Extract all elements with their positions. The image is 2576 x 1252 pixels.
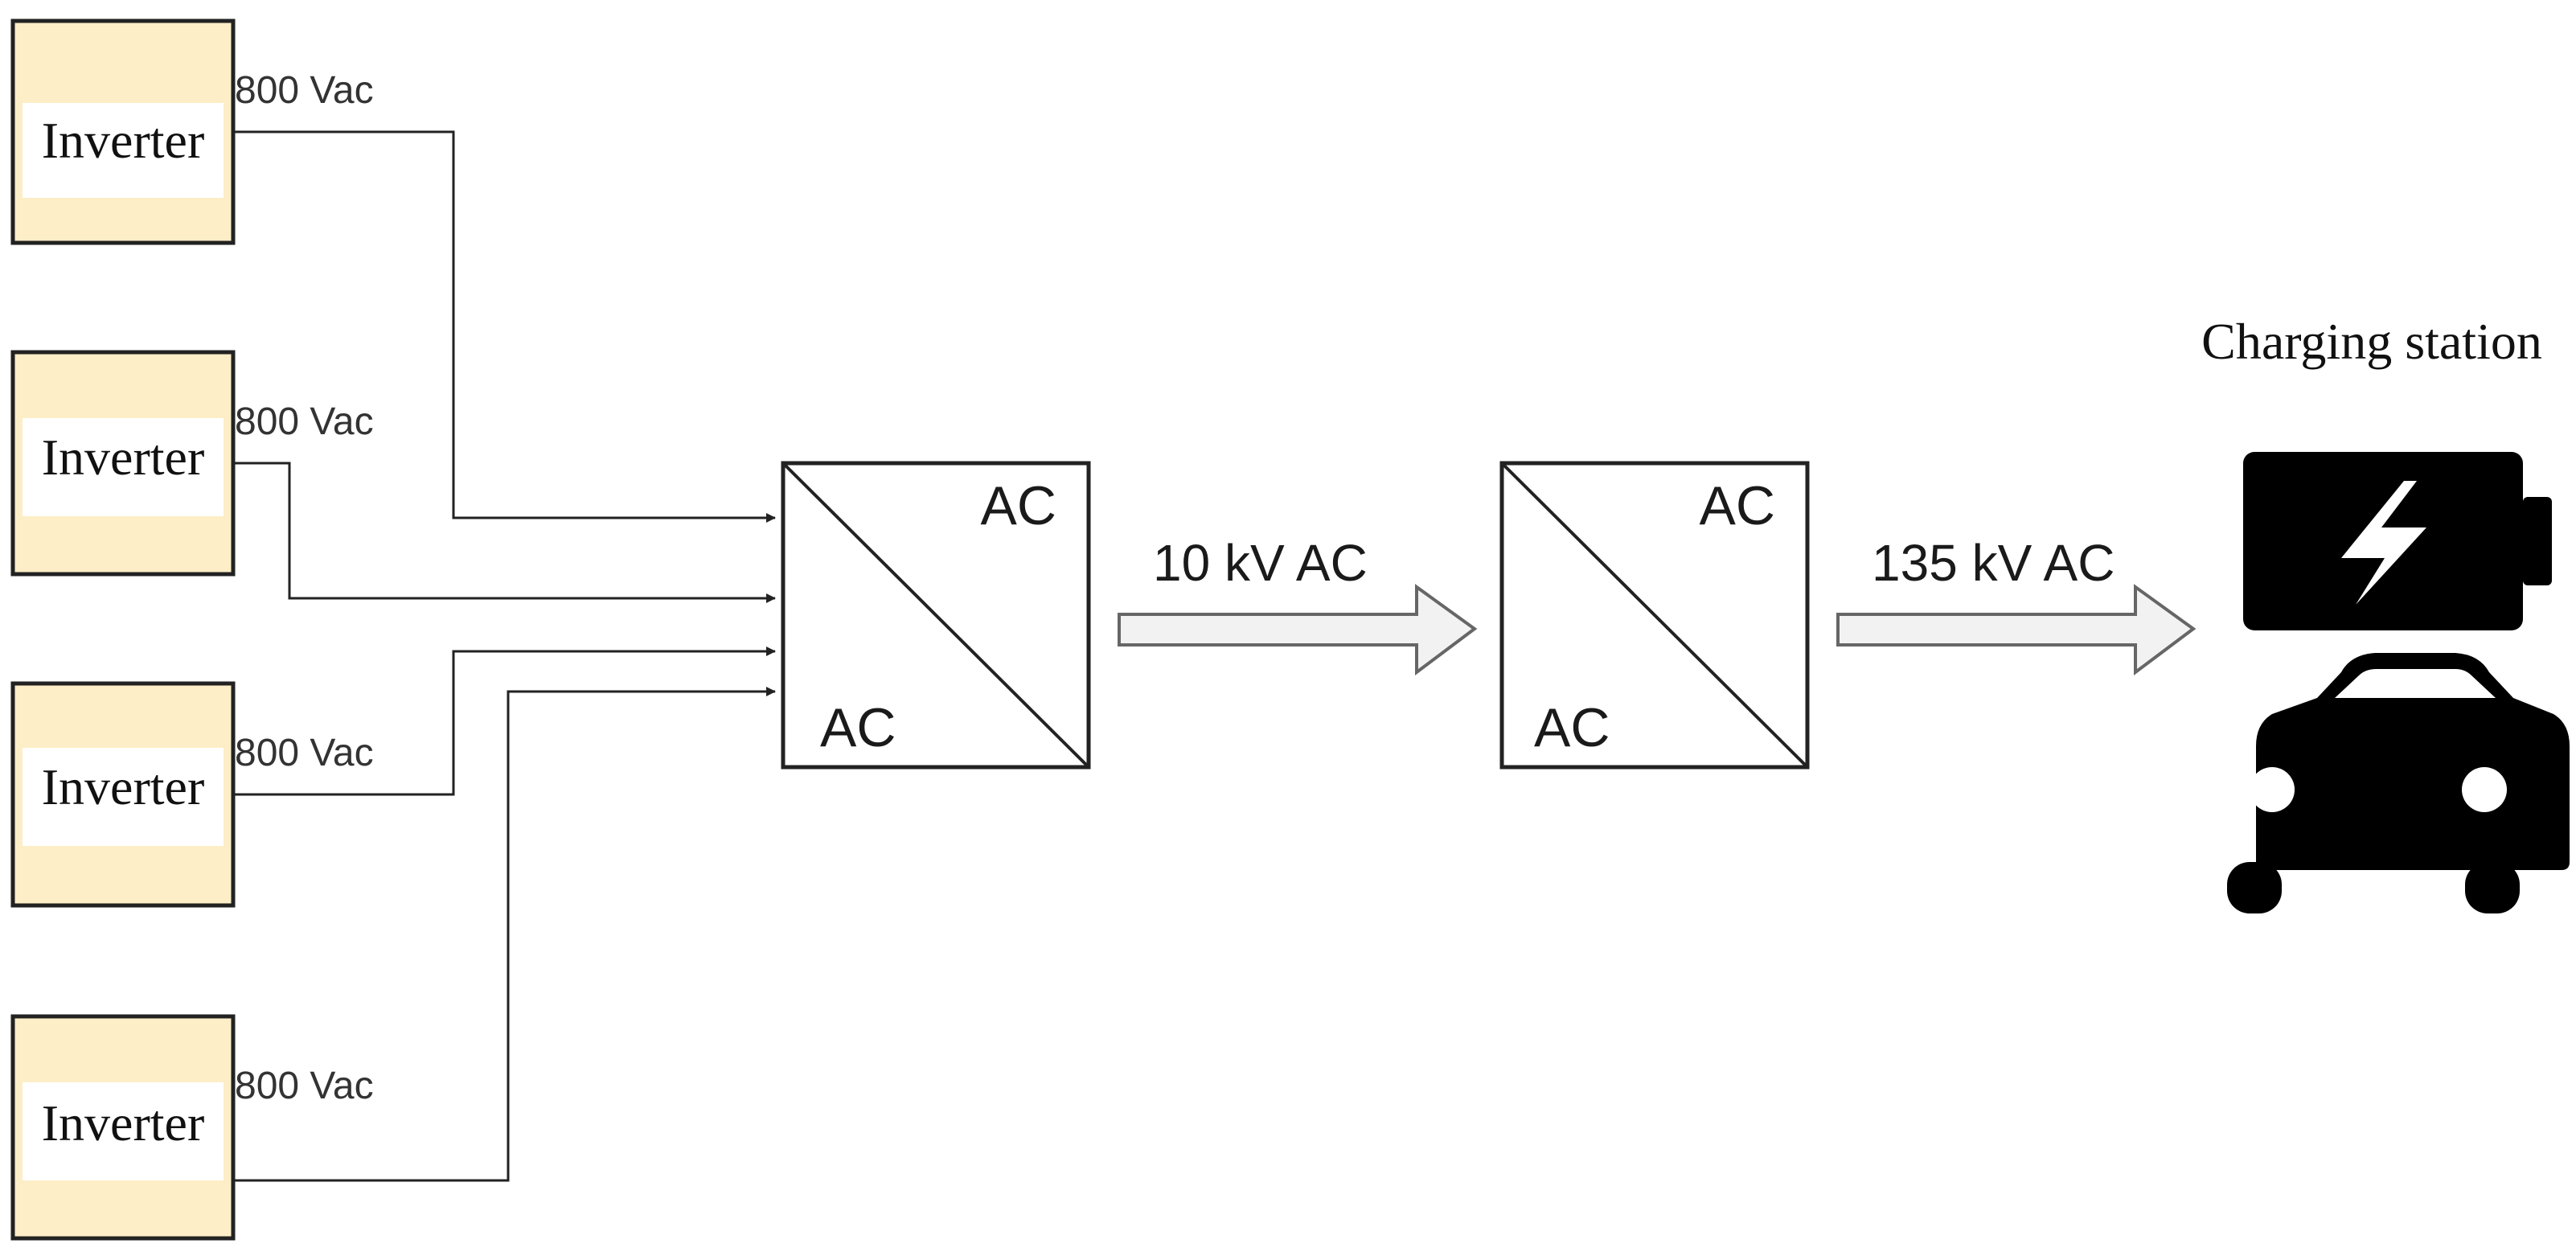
transformer-top-label: AC [981, 475, 1056, 536]
transformer-bottom-label: AC [1534, 697, 1610, 758]
wire-inverter-3 [235, 647, 776, 796]
wire-inverter-4 [235, 687, 776, 1182]
wire-inverter-2 [235, 462, 776, 603]
transformer-diagonal [781, 462, 1090, 769]
inverter-label-bg [23, 103, 224, 198]
link-label: 135 kV AC [1872, 534, 2115, 592]
inverter-voltage: 800 Vac [235, 732, 374, 774]
inverter-3: Inverter 800 Vac [10, 681, 374, 908]
battery-terminal [2523, 497, 2552, 585]
inverter-label: Inverter [42, 1094, 205, 1151]
inverter-label-bg [23, 418, 224, 516]
inverter-voltage: 800 Vac [235, 400, 374, 443]
transformer-diagonal [1500, 462, 1809, 769]
link-2: 135 kV AC [1836, 534, 2197, 675]
transformer-bottom-label: AC [820, 697, 896, 758]
charging-station: Charging station [2201, 313, 2570, 913]
ev-charging-icon [2227, 452, 2570, 913]
inverter-label-bg [23, 748, 224, 846]
link-1: 10 kV AC [1118, 534, 1478, 675]
inverter-voltage: 800 Vac [235, 1065, 374, 1107]
inverter-label-bg [23, 1082, 224, 1180]
inverter-label: Inverter [42, 429, 205, 486]
wire-inverter-1 [235, 130, 776, 523]
lightning-bolt-icon [2341, 481, 2426, 605]
station-label: Charging station [2201, 313, 2542, 370]
inverter-label: Inverter [42, 112, 205, 169]
transformer-top-label: AC [1700, 475, 1775, 536]
link-arrow [1118, 584, 1478, 675]
inverter-4: Inverter 800 Vac [10, 1014, 374, 1241]
transformer-2: AC AC [1499, 461, 1810, 770]
link-label: 10 kV AC [1153, 534, 1368, 592]
inverter-voltage: 800 Vac [235, 69, 374, 112]
inverter-2: Inverter 800 Vac [10, 350, 374, 577]
inverter-1: Inverter 800 Vac [10, 18, 374, 245]
car-icon [2227, 653, 2570, 913]
link-arrow [1836, 584, 2197, 675]
inverter-label: Inverter [42, 758, 205, 815]
transformer-1: AC AC [781, 461, 1091, 770]
